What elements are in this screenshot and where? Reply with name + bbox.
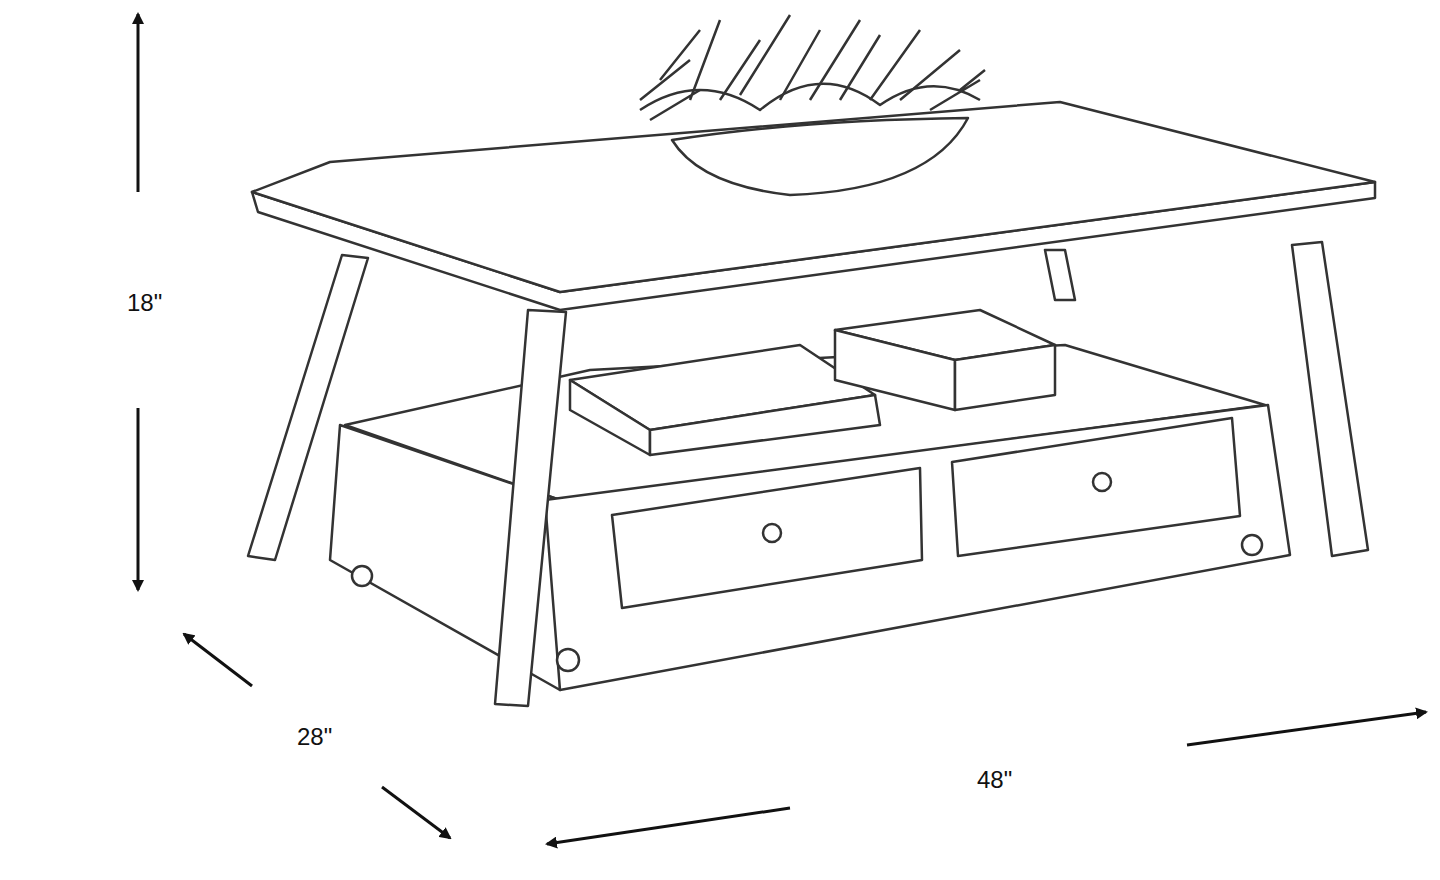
dimension-label: 18" [125,290,164,316]
dimension-label: 28" [295,724,334,750]
table-drawing [248,15,1375,706]
dimension-label: 48" [975,767,1014,793]
dimension-arrows [138,14,1426,844]
